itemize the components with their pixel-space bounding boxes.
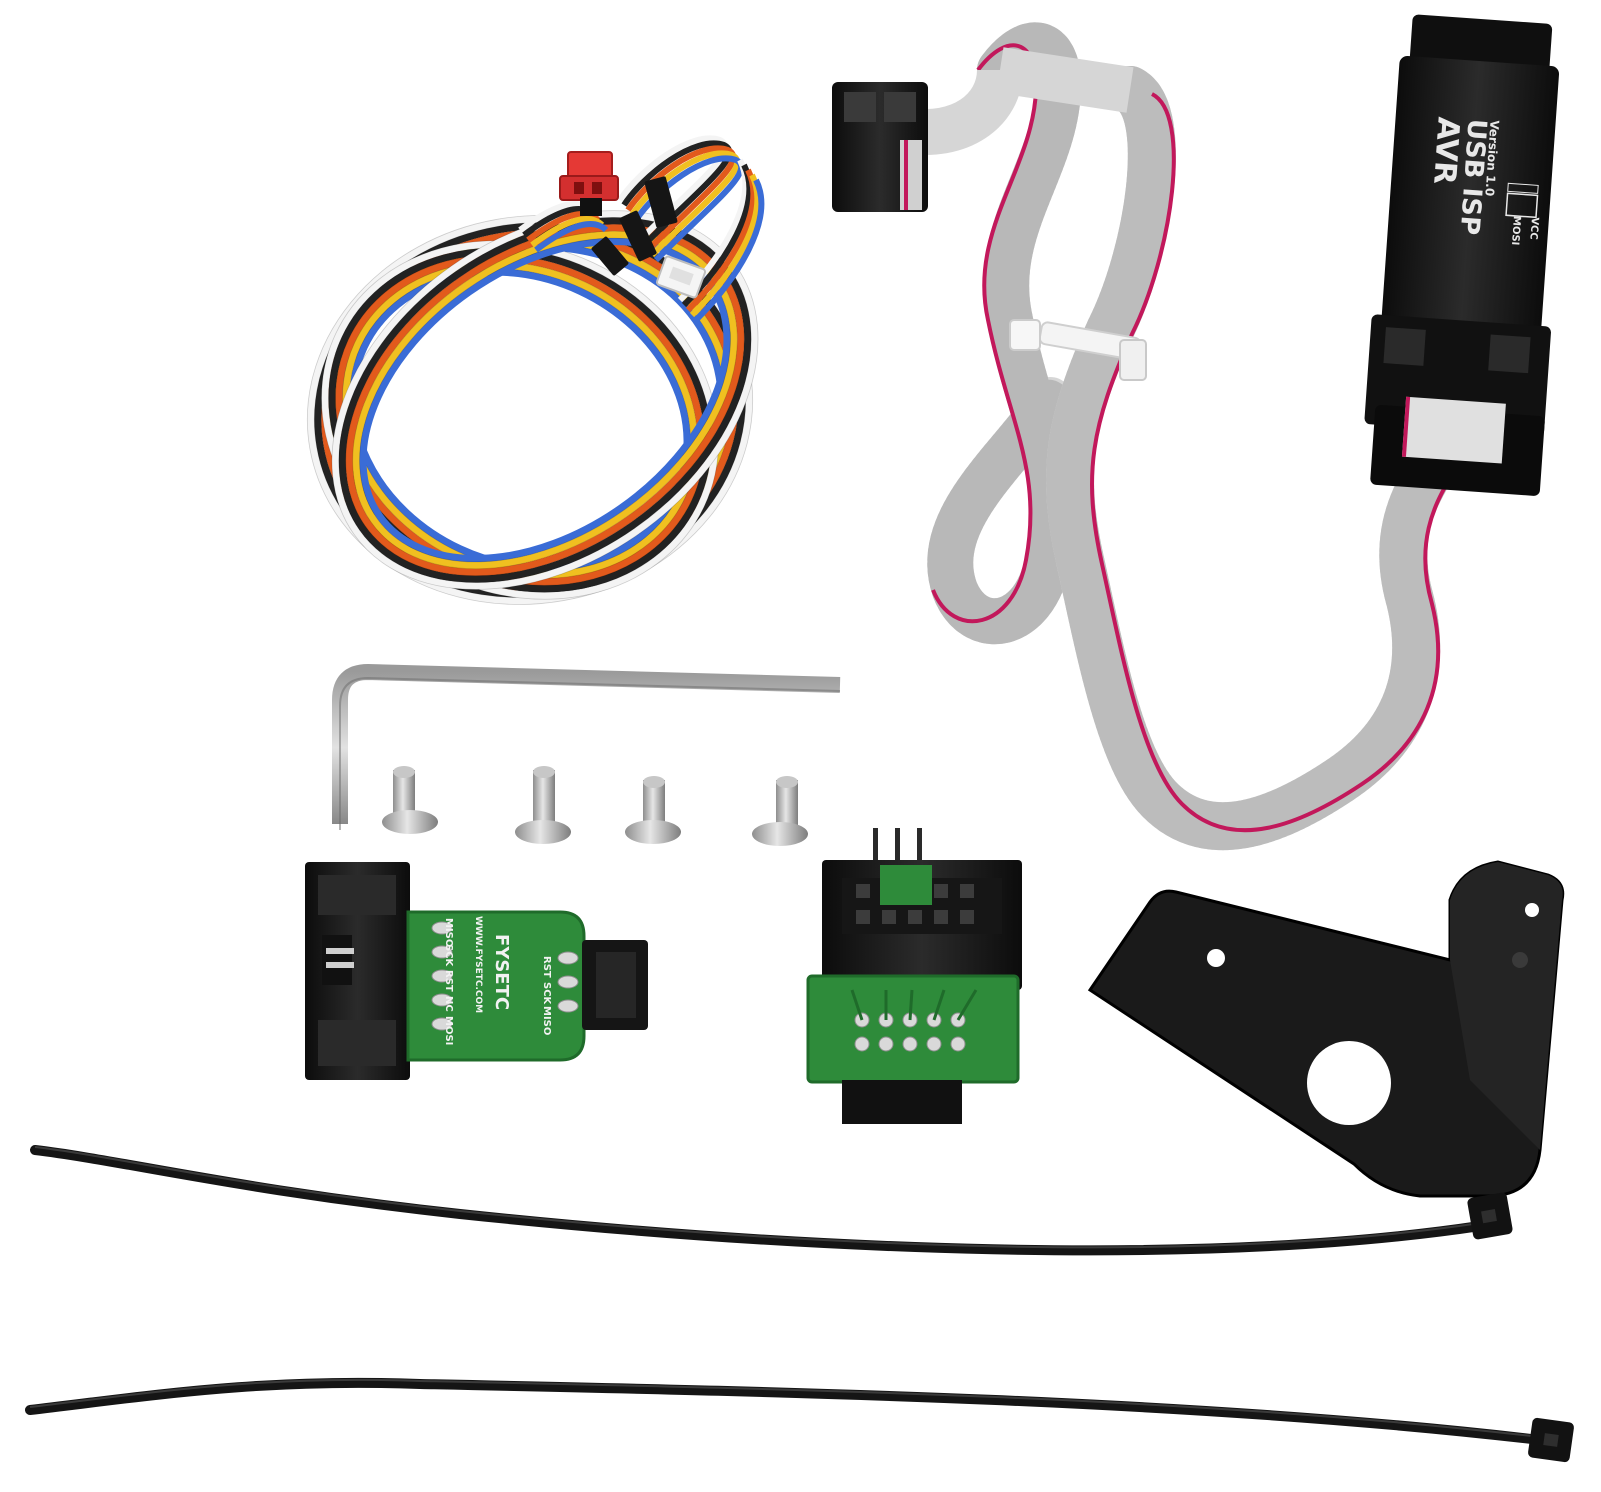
red-jst-connector <box>559 151 619 216</box>
screw <box>382 766 438 834</box>
header-adapter-board <box>806 828 1022 1124</box>
adapter-pin-rst-right: RST <box>541 956 552 978</box>
adapter-url-label: WWW.FYSETC.COM <box>473 916 483 1013</box>
cable-tie <box>30 1145 1513 1256</box>
bracket-large-hole <box>1307 1041 1391 1125</box>
adapter-pin-miso-right: MISO <box>541 1006 552 1035</box>
adapter-pin-mosi: MOSI <box>443 1016 454 1045</box>
bltouch-extension-cable <box>306 135 765 605</box>
screw <box>625 776 681 844</box>
adapter-pin-nc: NC <box>443 996 454 1012</box>
wire-tail-strand <box>534 221 609 253</box>
hex-key <box>332 664 841 830</box>
programmer-pin-vcc: VCC <box>1527 217 1540 240</box>
dupont-plugs <box>591 176 678 276</box>
adapter-pin-sck: SCK <box>443 944 454 968</box>
cable-tie <box>25 1377 1574 1463</box>
adapter-brand-label: FYSETC <box>491 934 512 1010</box>
usb-isp-programmer: AVR USB ISP Version 1.0 MOSI VCC <box>1364 14 1560 496</box>
white-jst-connector <box>655 255 707 299</box>
wire-tail-strand <box>617 135 729 243</box>
isp-adapter-board: FYSETC WWW.FYSETC.COM MISO SCK RST NC MO… <box>305 862 648 1080</box>
wire-tail-strand <box>621 140 733 248</box>
wire-tail-strand <box>685 168 757 313</box>
screw <box>515 766 571 844</box>
wire-tail-strand <box>689 173 761 318</box>
ribbon-cable-10pin <box>900 22 1454 851</box>
adapter-pin-sck-right: SCK <box>541 982 552 1006</box>
mounting-bracket <box>1087 860 1565 1198</box>
programmer-version-label: Version 1.0 <box>1482 120 1501 197</box>
adapter-pin-rst: RST <box>443 970 454 992</box>
bracket-hole <box>1207 949 1225 967</box>
programmer-pin-mosi: MOSI <box>1509 216 1522 246</box>
idc-connector-ribbon-end <box>832 82 928 212</box>
wire-tail-strand <box>693 178 765 323</box>
screw <box>752 776 808 846</box>
programmer-brand-label: AVR <box>1426 116 1466 186</box>
adapter-pin-miso: MISO <box>443 918 454 947</box>
